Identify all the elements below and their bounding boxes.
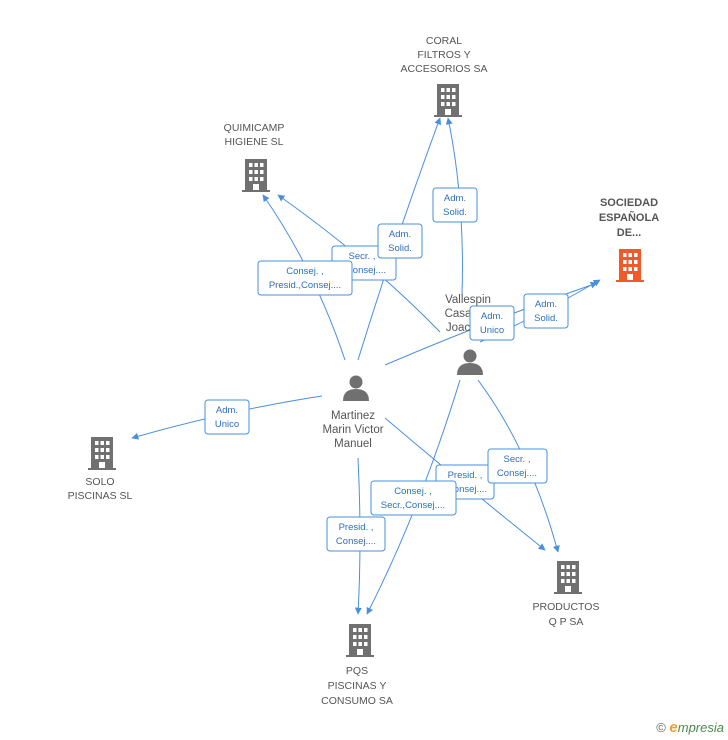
company-node-productos[interactable]: PRODUCTOS Q P SA	[533, 561, 600, 628]
company-label-line: CONSUMO SA	[321, 695, 393, 707]
company-label-line: PRODUCTOS	[533, 601, 600, 613]
edge-label-line: Consej....	[336, 536, 376, 547]
edge-label-line: Secr. ,	[349, 251, 376, 262]
edge-label-line: Presid.,Consej....	[269, 280, 341, 291]
edge-label-line: Adm.	[444, 193, 466, 204]
company-label-line: CORAL	[426, 35, 462, 47]
brand-footer: © empresia	[656, 719, 724, 736]
edge-label-m-coral[interactable]: Adm. Solid.	[377, 223, 423, 259]
edge-label-line: Consej....	[497, 468, 537, 479]
edge-label-v-productos[interactable]: Secr. , Consej....	[487, 448, 548, 484]
company-label-line: HIGIENE SL	[225, 136, 284, 148]
building-icon	[242, 159, 270, 192]
person-label-line: Manuel	[334, 438, 372, 450]
company-label-line: FILTROS Y	[417, 49, 470, 61]
person-node-martinez[interactable]: Martinez Marin Victor Manuel	[322, 375, 384, 451]
company-label-line: PQS	[346, 665, 368, 677]
company-label-line: ESPAÑOLA	[599, 211, 659, 224]
person-node-vallespin[interactable]: Vallespin Casa Joac	[445, 294, 491, 375]
company-label-line: PISCINAS Y	[328, 680, 387, 692]
edge-label-line: Unico	[480, 325, 504, 336]
edge-label-line: Adm.	[216, 405, 238, 416]
edge-label-line: Adm.	[389, 229, 411, 240]
person-label-line: Marin Victor	[322, 424, 383, 436]
edge-label-v-pqs[interactable]: Consej. , Secr.,Consej....	[370, 480, 457, 516]
brand-logo-initial: e	[669, 719, 678, 736]
company-label-line: SOCIEDAD	[600, 197, 658, 209]
company-node-pqs[interactable]: PQS PISCINAS Y CONSUMO SA	[321, 624, 393, 707]
edge-label-v-coral[interactable]: Adm. Solid.	[432, 187, 478, 223]
company-node-quimicamp[interactable]: QUIMICAMP HIGIENE SL	[224, 122, 285, 192]
edge-label-m-sociedad[interactable]: Adm. Unico	[469, 305, 515, 341]
company-node-coral[interactable]: CORAL FILTROS Y ACCESORIOS SA	[401, 35, 488, 117]
edge-label-line: Presid. ,	[448, 470, 483, 481]
edge-label-m-quimicamp[interactable]: Consej. , Presid.,Consej....	[257, 260, 353, 296]
company-label-line: Q P SA	[549, 616, 584, 628]
brand-logo-text: mpresia	[677, 720, 724, 735]
company-node-solo[interactable]: SOLO PISCINAS SL	[68, 437, 133, 502]
company-label-line: SOLO	[85, 476, 114, 488]
building-icon	[88, 437, 116, 470]
edge-label-line: Secr. ,	[504, 454, 531, 465]
building-icon	[554, 561, 582, 594]
copyright-symbol: ©	[656, 720, 666, 735]
edge-label-line: Secr.,Consej....	[381, 500, 445, 511]
edge-label-line: Presid. ,	[339, 522, 374, 533]
edge-label-m-pqs[interactable]: Presid. , Consej....	[326, 516, 386, 552]
person-icon	[457, 349, 483, 375]
person-label-line: Joac	[446, 322, 471, 334]
edge-label-line: Adm.	[535, 299, 557, 310]
edge-label-line: Adm.	[481, 311, 503, 322]
company-label-line: QUIMICAMP	[224, 122, 285, 134]
company-label-line: PISCINAS SL	[68, 490, 133, 502]
edge-label-line: Solid.	[388, 243, 412, 254]
building-icon	[616, 249, 644, 282]
person-label-line: Martinez	[331, 410, 375, 422]
edge-label-line: Consej. ,	[286, 266, 324, 277]
edge-label-line: Unico	[215, 419, 239, 430]
company-label-line: DE...	[617, 227, 641, 239]
company-node-sociedad[interactable]: SOCIEDAD ESPAÑOLA DE...	[599, 197, 659, 282]
person-icon	[343, 375, 369, 401]
person-label-line: Vallespin	[445, 294, 491, 306]
building-icon	[346, 624, 374, 657]
edge-label-line: Solid.	[443, 207, 467, 218]
edge-label-line: Consej. ,	[394, 486, 432, 497]
edge-label-v-sociedad[interactable]: Adm. Solid.	[523, 293, 569, 329]
edge-label-line: Solid.	[534, 313, 558, 324]
edge-label-line: Consej....	[346, 265, 386, 276]
person-label-line: Casa	[445, 308, 472, 320]
edge-label-m-solo[interactable]: Adm. Unico	[204, 399, 250, 435]
company-label-line: ACCESORIOS SA	[401, 63, 488, 75]
edge-label-line: Consej....	[447, 484, 487, 495]
building-icon	[434, 84, 462, 117]
